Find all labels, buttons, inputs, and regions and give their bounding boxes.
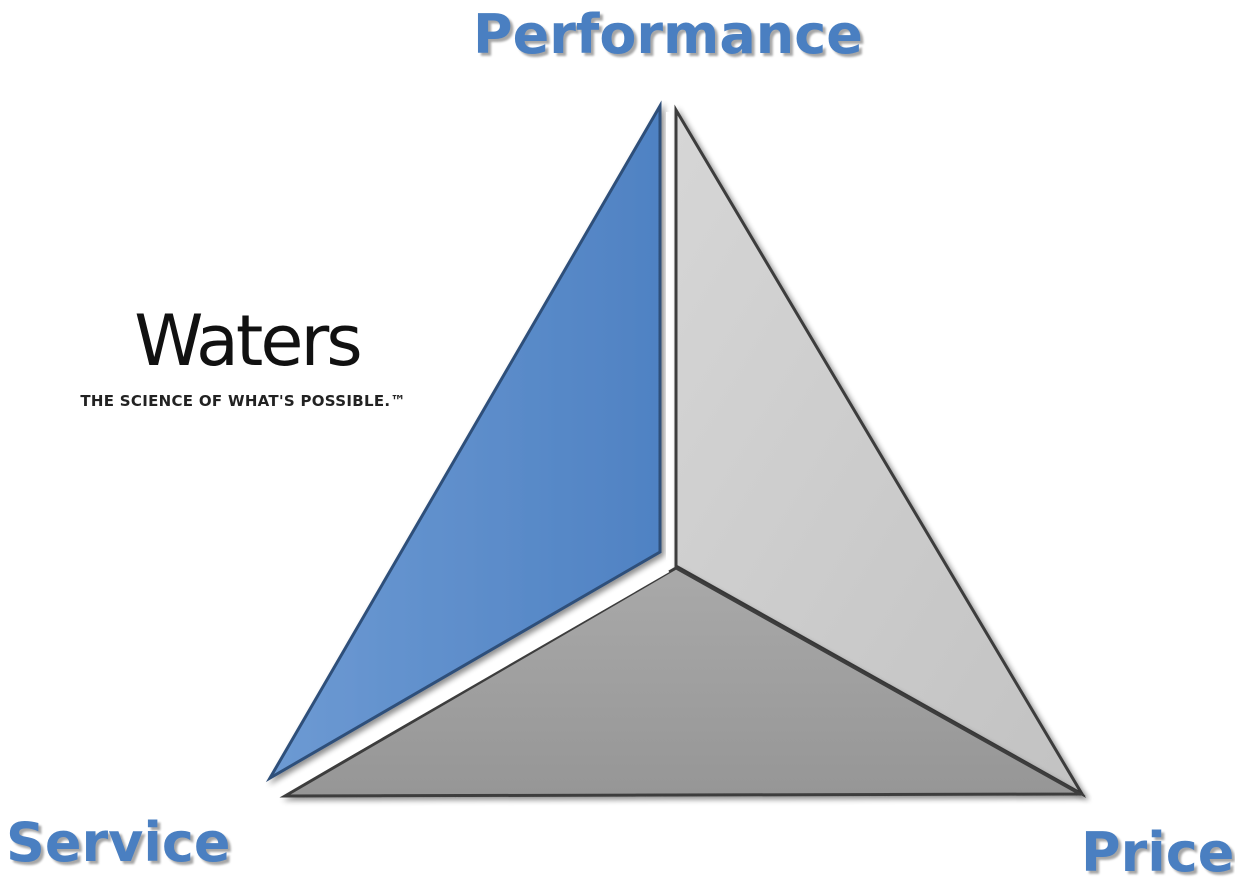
logo-tagline: THE SCIENCE OF WHAT'S POSSIBLE.™ — [80, 392, 406, 410]
seam-highlight-bottom — [288, 567, 670, 791]
price-face — [279, 566, 1086, 798]
service-face — [265, 100, 662, 783]
label-performance: Performance — [473, 3, 863, 66]
waters-logo: Waters THE SCIENCE OF WHAT'S POSSIBLE.™ — [8, 306, 478, 410]
logo-wordmark: Waters — [134, 300, 362, 382]
label-price: Price — [1081, 821, 1235, 884]
label-service: Service — [6, 811, 231, 874]
